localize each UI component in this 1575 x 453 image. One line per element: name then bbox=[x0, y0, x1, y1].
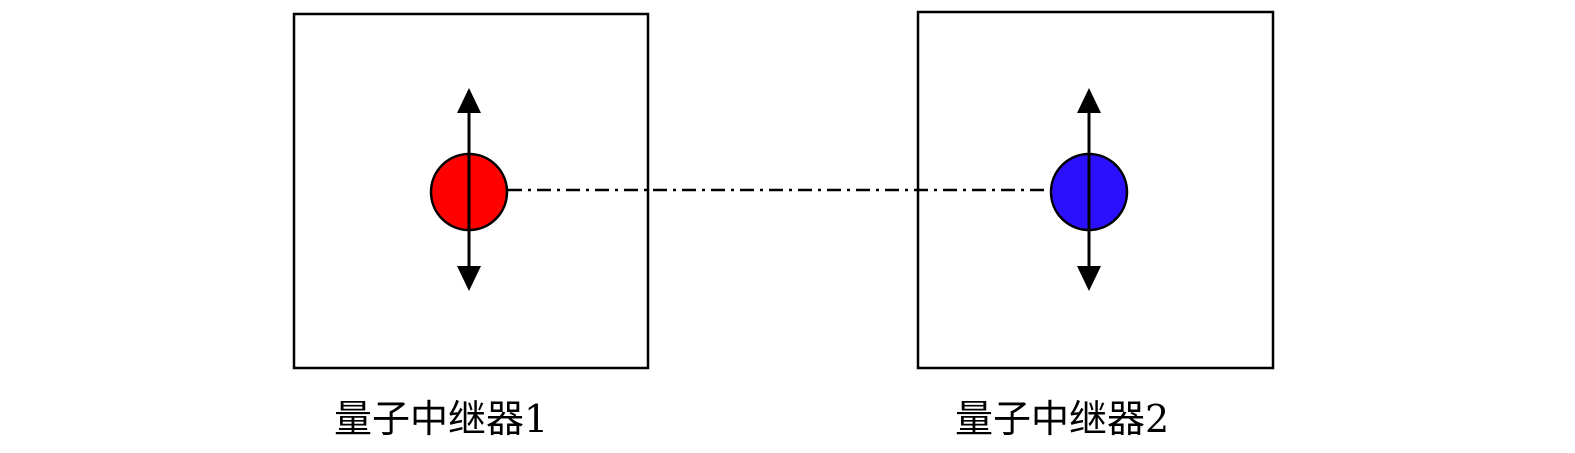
repeater-2-label: 量子中继器2 bbox=[955, 397, 1170, 441]
repeater-1-label: 量子中继器1 bbox=[334, 397, 549, 441]
repeater-1-box bbox=[292, 12, 650, 370]
spin-arrow-1 bbox=[457, 88, 481, 291]
spin-arrow-2 bbox=[1077, 88, 1101, 291]
